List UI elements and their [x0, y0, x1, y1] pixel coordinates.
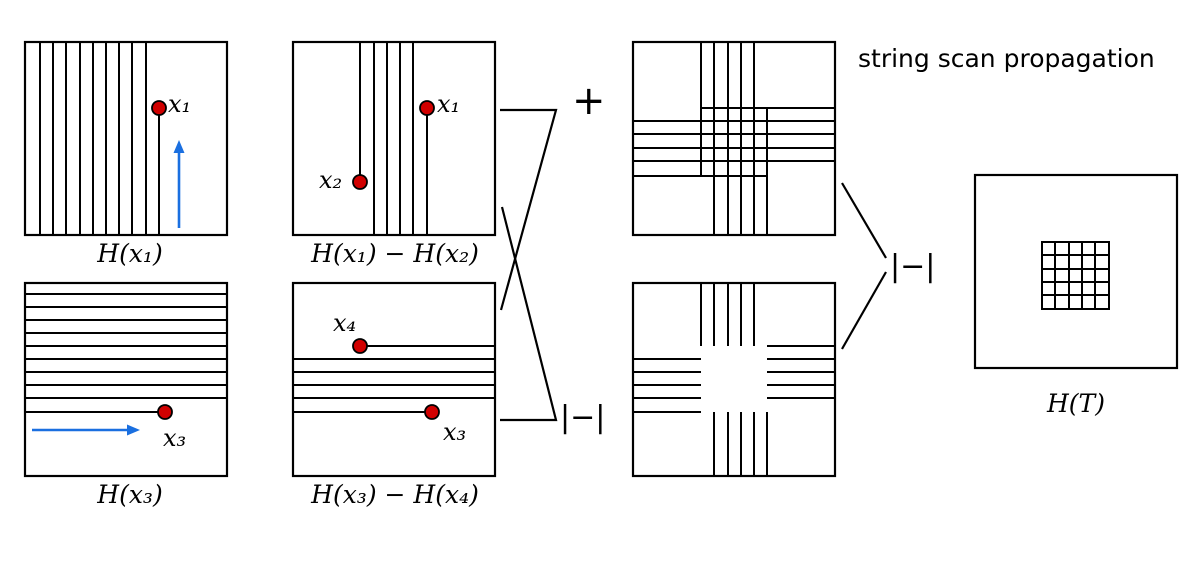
panel-h-x3-minus-h-x4: x₄ x₃ H(x₃) − H(x₄)	[291, 281, 497, 509]
panel-abs-diff-frame	[631, 281, 837, 478]
final-connector-bottom	[841, 271, 887, 350]
panel-h-x3-horizontal-lines	[25, 293, 227, 413]
point-x2-label: x₂	[319, 166, 342, 194]
panel-sum-frame	[631, 40, 837, 237]
panel-h-t-grid	[1041, 241, 1110, 310]
panel-h-t-frame	[973, 173, 1179, 370]
final-connector	[841, 182, 887, 350]
point-x3-dot-2	[424, 404, 440, 420]
panel-h-x1-minus-h-x2: x₁ x₂ H(x₁) − H(x₂)	[291, 40, 497, 268]
final-connector-top	[841, 182, 887, 259]
point-x3-label-2: x₃	[443, 418, 466, 446]
caption-h-t: H(T)	[1046, 389, 1105, 418]
abs-diff-operator-left: |−|	[560, 400, 605, 435]
panel-h-t: H(T)	[973, 173, 1179, 418]
point-x1-dot-2	[419, 100, 435, 116]
point-x3-dot	[157, 404, 173, 420]
connector-lines	[499, 108, 558, 422]
point-x1-dot	[151, 100, 167, 116]
plus-operator: +	[572, 78, 606, 124]
caption-h-x3-minus-h-x4: H(x₃) − H(x₄)	[310, 480, 479, 509]
point-x2-dot	[352, 174, 368, 190]
upward-scan-arrowhead	[173, 140, 185, 153]
caption-h-x3: H(x₃)	[96, 480, 162, 509]
connector-to-plus	[499, 108, 558, 311]
panel-abs-diff	[631, 281, 837, 478]
panel-sum	[631, 40, 837, 237]
panel-h-x3-frame	[23, 281, 229, 478]
diagram-title: string scan propagation	[858, 44, 1155, 73]
rightward-scan-arrowhead	[127, 424, 140, 436]
point-x4-dot	[352, 338, 368, 354]
panel-h-x1-vertical-lines	[39, 42, 160, 235]
panel-h-x1-minus-h-x2-lines	[359, 42, 428, 235]
point-x1-label: x₁	[168, 90, 191, 118]
caption-h-x1-minus-h-x2: H(x₁) − H(x₂)	[310, 239, 479, 268]
point-x1-label-2: x₁	[437, 90, 460, 118]
panel-h-x1: x₁ H(x₁)	[23, 40, 229, 268]
connector-to-abs-diff	[500, 206, 558, 422]
point-x4-label: x₄	[333, 309, 356, 337]
panel-h-x1-minus-h-x2-frame	[291, 40, 497, 237]
panel-h-x1-frame	[23, 40, 229, 237]
abs-diff-operator-right: |−|	[890, 249, 935, 284]
point-x3-label: x₃	[163, 424, 186, 452]
panel-h-x3-minus-h-x4-frame	[291, 281, 497, 478]
panel-h-x3-minus-h-x4-lines	[293, 345, 495, 413]
caption-h-x1: H(x₁)	[96, 239, 162, 268]
panel-sum-lines	[633, 42, 835, 235]
panel-abs-diff-lines	[633, 283, 835, 476]
panel-h-x3: x₃ H(x₃)	[23, 281, 229, 509]
